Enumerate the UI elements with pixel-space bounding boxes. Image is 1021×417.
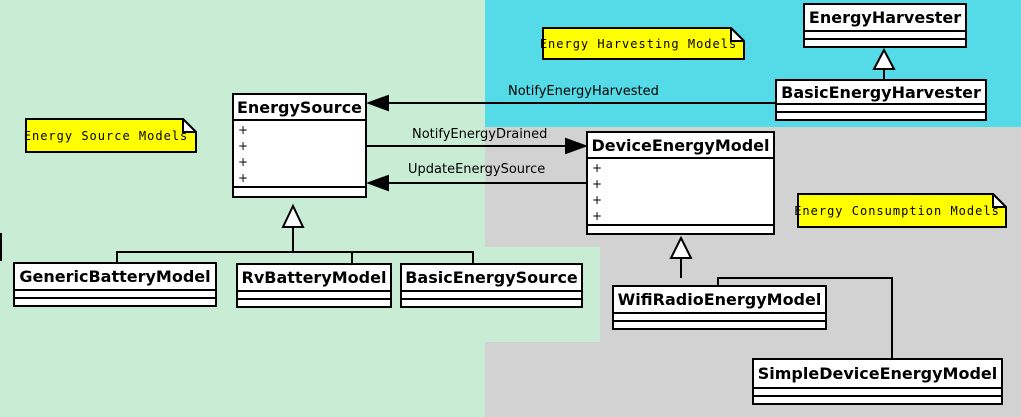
class-operations-compartment <box>238 298 390 306</box>
attribute-row: + <box>238 123 249 137</box>
class-attributes-compartment: + + + + <box>234 119 365 186</box>
class-wifi-radio-energy-model: WifiRadioEnergyModel <box>612 285 827 330</box>
class-operations-compartment <box>754 395 1001 403</box>
class-operations-compartment <box>805 38 965 46</box>
class-operations-compartment <box>15 297 215 305</box>
note-shape-icon <box>797 191 1009 228</box>
class-attributes-compartment <box>777 103 985 111</box>
note-shape-icon <box>25 116 199 153</box>
relation-label-update-energy-source: UpdateEnergySource <box>408 162 546 177</box>
note-shape-icon <box>542 25 747 60</box>
class-rv-battery-model: RvBatteryModel <box>236 263 392 308</box>
class-title: WifiRadioEnergyModel <box>617 290 822 309</box>
class-operations-compartment <box>234 186 365 196</box>
attribute-row: + <box>592 209 603 223</box>
attribute-row: + <box>238 139 249 153</box>
attribute-row: + <box>592 161 603 175</box>
class-title: EnergyHarvester <box>808 8 962 27</box>
attribute-row: + <box>238 171 249 185</box>
class-basic-energy-source: BasicEnergySource <box>400 263 583 308</box>
class-attributes-compartment <box>15 289 215 297</box>
energy-source-region <box>0 0 485 417</box>
note-energy-source-models: Energy Source Models <box>23 116 199 153</box>
class-attributes-compartment <box>238 290 390 298</box>
note-label: Energy Harvesting Models <box>539 36 738 51</box>
class-attributes-compartment: + + + + <box>588 157 773 224</box>
class-operations-compartment <box>777 111 985 119</box>
class-attributes-compartment <box>614 312 825 320</box>
class-energy-harvester: EnergyHarvester <box>803 3 967 48</box>
note-label: Energy Source Models <box>23 128 189 143</box>
class-attributes-compartment <box>754 387 1001 395</box>
class-simple-device-energy-model: SimpleDeviceEnergyModel <box>752 358 1003 405</box>
class-operations-compartment <box>402 298 581 306</box>
attribute-row: + <box>592 193 603 207</box>
class-device-energy-model: DeviceEnergyModel + + + + <box>586 131 775 235</box>
class-operations-compartment <box>614 320 825 328</box>
class-title: GenericBatteryModel <box>19 267 211 286</box>
note-label: Energy Consumption Models <box>794 203 1000 218</box>
note-energy-harvesting-models: Energy Harvesting Models <box>539 25 747 60</box>
class-attributes-compartment <box>805 30 965 38</box>
class-title: SimpleDeviceEnergyModel <box>757 364 998 383</box>
class-title: EnergySource <box>236 97 363 117</box>
class-attributes-compartment <box>402 290 581 298</box>
class-title: BasicEnergySource <box>405 268 578 287</box>
relation-label-notify-energy-drained: NotifyEnergyDrained <box>412 127 548 142</box>
class-title: DeviceEnergyModel <box>591 135 770 155</box>
class-energy-source: EnergySource + + + + <box>232 93 367 198</box>
attribute-row: + <box>238 155 249 169</box>
relation-label-notify-energy-harvested: NotifyEnergyHarvested <box>508 84 659 99</box>
class-basic-energy-harvester: BasicEnergyHarvester <box>775 79 987 121</box>
note-energy-consumption-models: Energy Consumption Models <box>794 191 1009 228</box>
class-operations-compartment <box>588 224 773 234</box>
class-title: BasicEnergyHarvester <box>781 82 981 102</box>
class-title: RvBatteryModel <box>241 268 387 287</box>
attribute-row: + <box>592 177 603 191</box>
class-generic-battery-model: GenericBatteryModel <box>13 262 217 307</box>
